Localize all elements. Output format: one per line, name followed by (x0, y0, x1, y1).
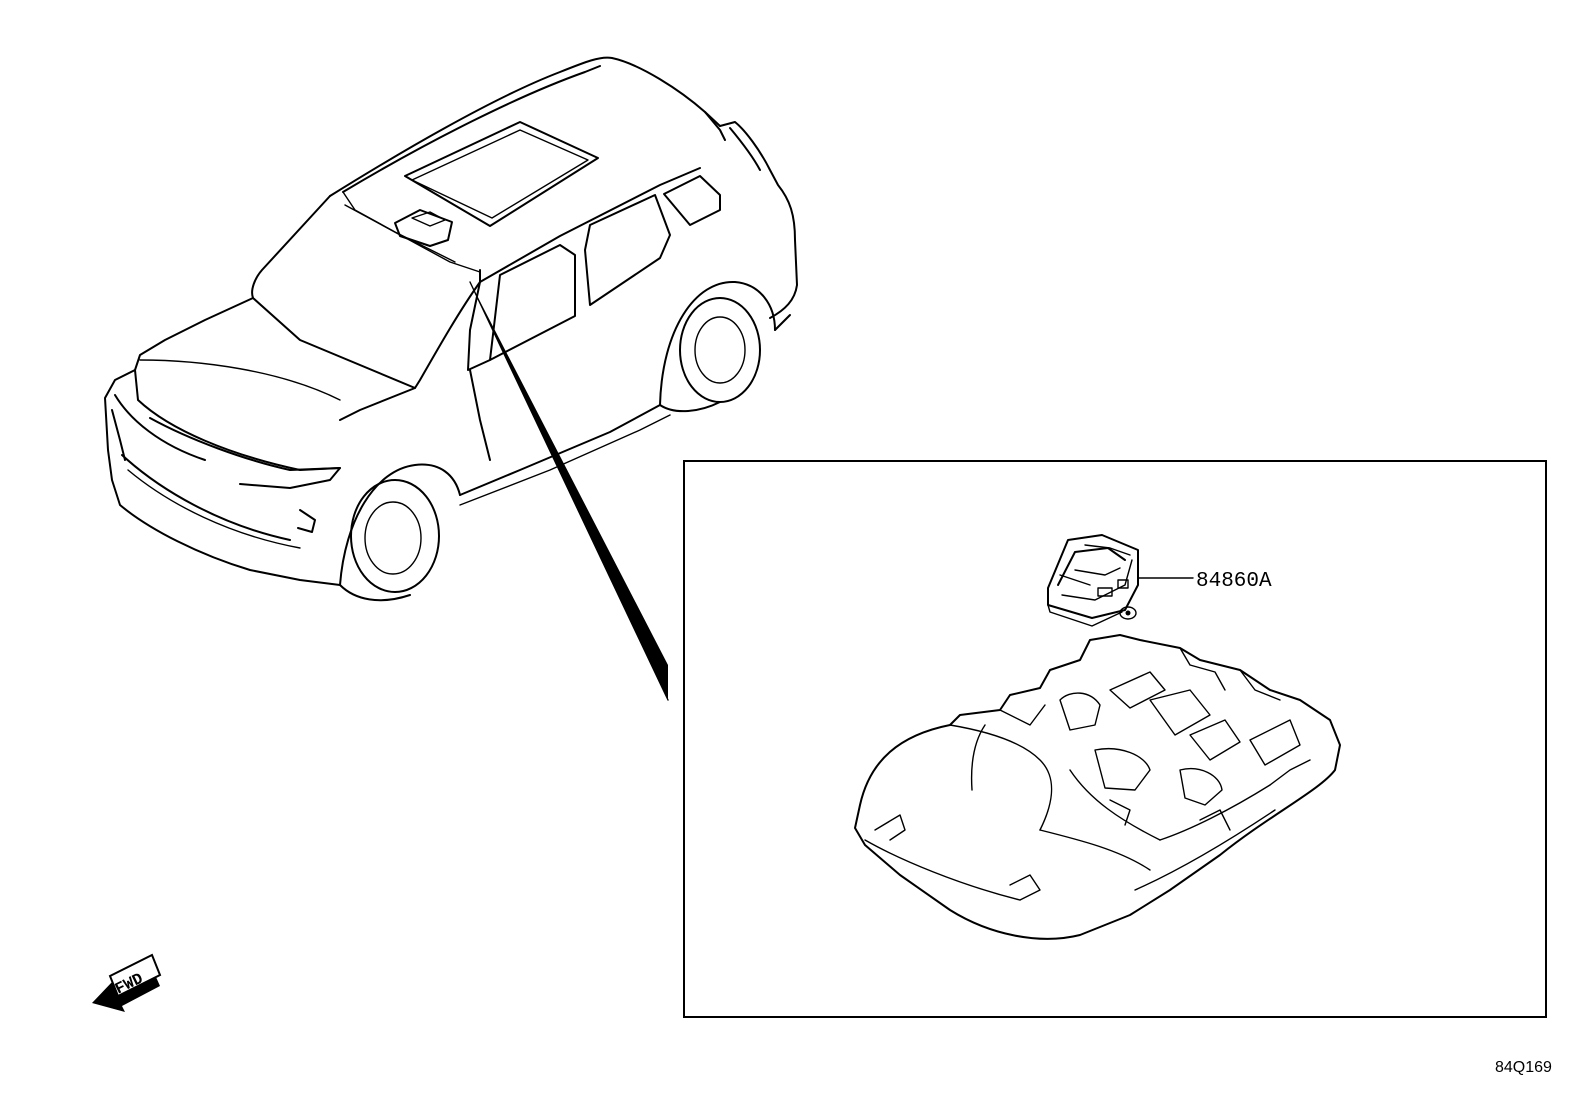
figure-code: 84Q169 (1495, 1059, 1552, 1076)
part-number-label: 84860A (1196, 570, 1272, 593)
overhead-console-housing (854, 634, 1341, 940)
detail-box (683, 460, 1547, 1018)
vehicle-illustration (104, 56, 798, 602)
fwd-arrow-icon: FWD (92, 953, 162, 1012)
switch-assembly-part (1047, 534, 1139, 627)
